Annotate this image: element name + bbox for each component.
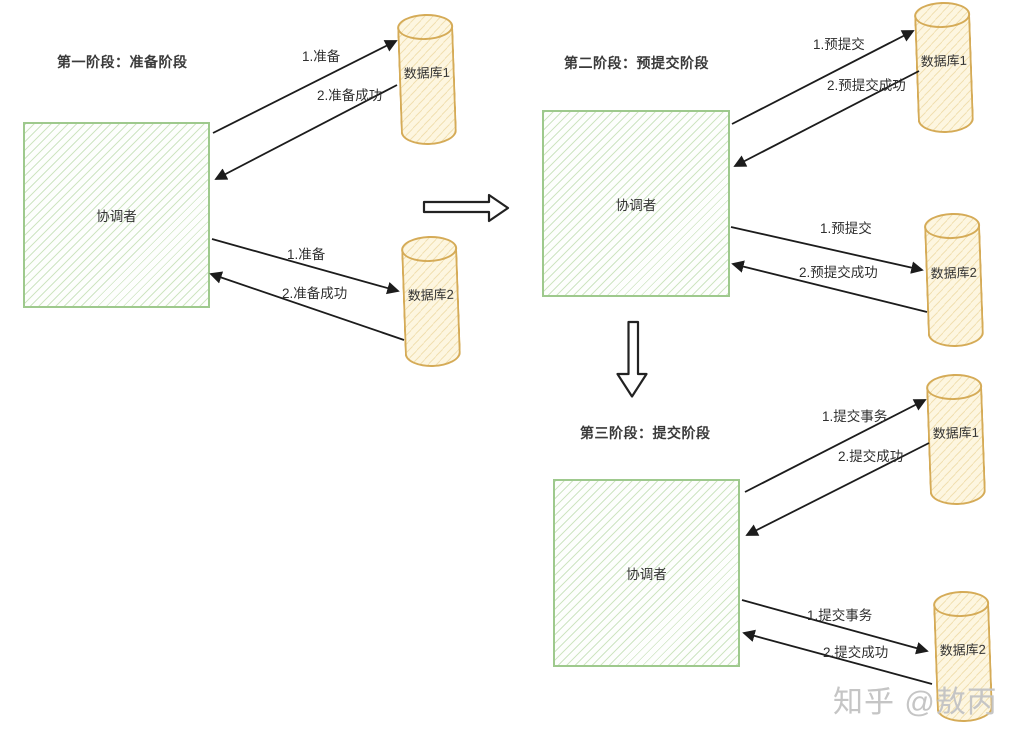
- phase1-coordinator-box: 协调者: [23, 122, 210, 308]
- phase2-coordinator-label: 协调者: [615, 197, 657, 213]
- cylinder-body: [926, 386, 987, 506]
- phase1-db2-cylinder: 数据库2: [400, 235, 462, 368]
- phase1-db1-cylinder: 数据库1: [396, 13, 458, 146]
- phase2-msg-precommit-ok-db2: 2.预提交成功: [799, 265, 878, 280]
- phase1-msg-prepare-db2: 1.准备: [287, 247, 326, 262]
- phase3-coordinator-box: 协调者: [553, 479, 740, 667]
- phase1-msg-prepare-db1: 1.准备: [302, 49, 341, 64]
- phase3-db1-cylinder: 数据库1: [925, 373, 987, 506]
- phase1-msg-prepare-ok-db2: 2.准备成功: [282, 286, 348, 301]
- phase3-coordinator-label: 协调者: [626, 567, 667, 582]
- cylinder-body: [924, 225, 985, 348]
- phase3-db2-label: 数据库2: [939, 641, 987, 658]
- phase2-coordinator-box: 协调者: [542, 110, 730, 297]
- phase2-db1-label: 数据库1: [920, 52, 968, 69]
- phase3-msg-commit-ok-db1: 2.提交成功: [838, 449, 904, 464]
- phase2-db2-label: 数据库2: [930, 264, 978, 282]
- phase3-db1-label: 数据库1: [932, 424, 980, 441]
- phase1-title: 第一阶段：准备阶段: [57, 54, 188, 70]
- phase1-msg-prepare-ok-db1: 2.准备成功: [317, 88, 383, 103]
- watermark: 知乎 @敖丙: [833, 686, 998, 719]
- phase3-msg-commit-db1: 1.提交事务: [822, 409, 888, 424]
- phase3-msg-commit-ok-db2: 2.提交成功: [823, 645, 889, 660]
- phase3-msg-commit-db2: 1.提交事务: [807, 608, 873, 623]
- flow-arrow-phase1-to-phase2-icon: [422, 193, 510, 223]
- phase2-db2-cylinder: 数据库2: [923, 212, 985, 348]
- phase3-title: 第三阶段：提交阶段: [580, 425, 711, 441]
- cylinder-body: [401, 248, 462, 368]
- phase1-db2-label: 数据库2: [407, 286, 455, 303]
- cylinder-body: [397, 26, 458, 146]
- phase2-msg-precommit-db1: 1.预提交: [813, 37, 865, 52]
- phase2-db1-cylinder: 数据库1: [913, 1, 975, 134]
- phase2-msg-precommit-db2: 1.预提交: [820, 221, 872, 236]
- flow-arrow-phase2-to-phase3-icon: [616, 320, 648, 398]
- phase2-title: 第二阶段：预提交阶段: [564, 55, 709, 71]
- phase1-db1-label: 数据库1: [403, 64, 451, 81]
- phase1-coordinator-label: 协调者: [96, 209, 137, 224]
- phase2-msg-precommit-ok-db1: 2.预提交成功: [827, 78, 906, 93]
- cylinder-body: [914, 14, 975, 134]
